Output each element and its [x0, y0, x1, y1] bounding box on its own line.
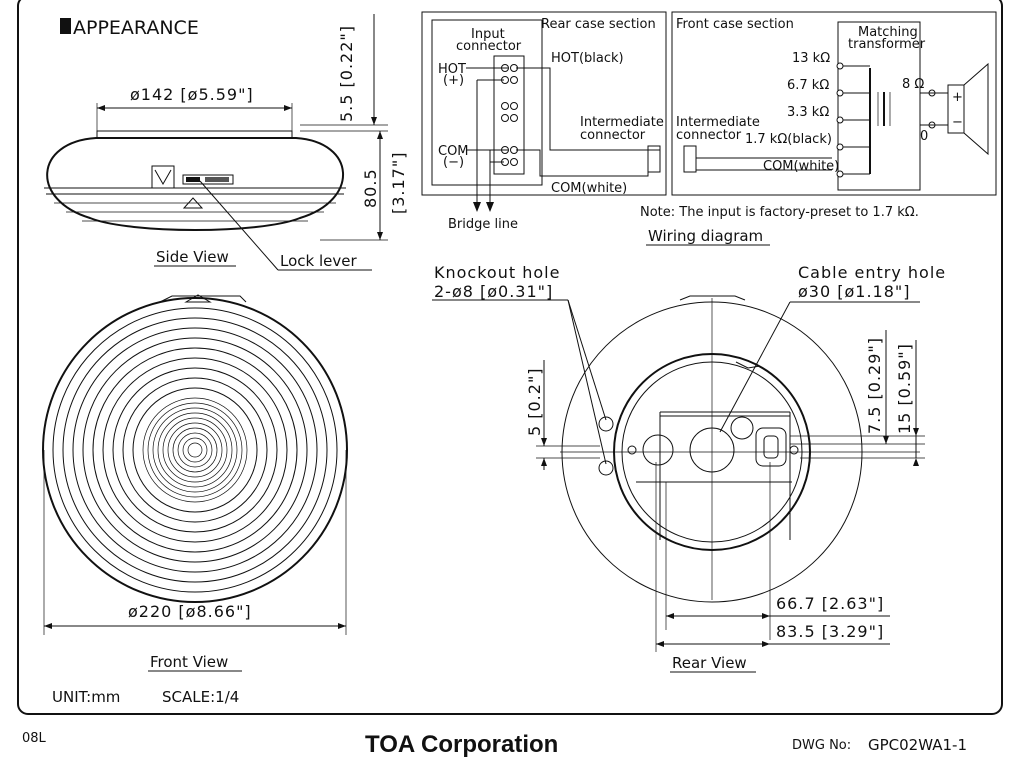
grille-ring: [62, 317, 328, 583]
com-label: COM: [438, 144, 469, 159]
rear-view-caption: Rear View: [672, 654, 747, 672]
cable-title: Cable entry hole: [798, 263, 946, 282]
grille-ring: [112, 367, 278, 533]
grille-ring: [102, 357, 288, 543]
side-view-caption: Side View: [156, 248, 229, 266]
tap-terminal: [836, 89, 844, 97]
grille-ring: [157, 412, 233, 488]
terminal-screw: [510, 158, 518, 166]
hot-sign: (+): [443, 73, 464, 88]
terminal-screw: [510, 102, 518, 110]
transformer-label-2: transformer: [848, 37, 926, 52]
grille-ring: [162, 417, 228, 483]
com-white-front-label: COM(white): [763, 159, 839, 174]
sheet-code: 08L: [22, 731, 47, 746]
rear-dim-15: 15 [0.59"]: [895, 343, 914, 434]
terminal-screw: [501, 114, 509, 122]
front-diameter-dim: ø220 [ø8.66"]: [128, 602, 252, 621]
com-white-rear-label: COM(white): [551, 181, 627, 196]
grille-ring: [172, 427, 218, 473]
cable-dim: ø30 [ø1.18"]: [798, 282, 911, 301]
company-name: TOA Corporation: [365, 731, 558, 758]
tap-6-7k: 6.7 kΩ: [787, 78, 829, 93]
input-connector-label: Input: [471, 27, 505, 42]
drawing-frame: [17, 0, 1003, 715]
bridge-line-label: Bridge line: [448, 217, 518, 232]
side-height-mm: 80.5: [361, 168, 380, 208]
grille-ring: [92, 347, 298, 553]
tap-terminal: [836, 116, 844, 124]
rear-case-box: [421, 11, 667, 196]
speaker-minus: −: [952, 115, 963, 130]
rear-dim-83-5: 83.5 [3.29"]: [776, 622, 884, 641]
rear-case-label: Rear case section: [541, 17, 656, 32]
terminal-screw: [501, 102, 509, 110]
side-width-dim: ø142 [ø5.59"]: [130, 85, 254, 104]
knockout-title: Knockout hole: [434, 263, 560, 282]
rear-dim-5: 5 [0.2"]: [525, 367, 544, 436]
rear-dim-7-5: 7.5 [0.29"]: [865, 337, 884, 434]
scale-label: SCALE:1/4: [162, 688, 239, 706]
hot-label: HOT: [438, 62, 466, 77]
tap-13k: 13 kΩ: [792, 51, 830, 66]
rear-dim-66-7: 66.7 [2.63"]: [776, 594, 884, 613]
hot-black-label: HOT(black): [551, 51, 624, 66]
speaker-plus: +: [952, 90, 963, 105]
out-8-label: 8 Ω: [902, 77, 924, 92]
dwg-number: GPC02WA1-1: [868, 736, 967, 754]
tap-3-3k: 3.3 kΩ: [787, 105, 829, 120]
side-view: ø142 [ø5.59"] Lock lever Side View 5.5 […: [44, 14, 408, 271]
grille-ring: [152, 407, 238, 493]
grille-ring: [82, 337, 308, 563]
dwg-label: DWG No:: [792, 738, 851, 753]
terminal-screw: [510, 76, 518, 84]
wiring-caption: Wiring diagram: [648, 227, 763, 245]
wiring-diagram: Rear case section Front case section Inp…: [421, 11, 997, 246]
side-height-in: [3.17"]: [389, 152, 408, 214]
out-0-label: 0: [920, 129, 928, 144]
front-view-caption: Front View: [150, 653, 228, 671]
terminal-screw: [510, 114, 518, 122]
grille-ring: [122, 377, 268, 523]
tap-terminal: [836, 62, 844, 70]
unit-label: UNIT:mm: [52, 688, 120, 706]
front-view: ø220 [ø8.66"] Front View: [42, 294, 348, 672]
grille-ring: [132, 387, 258, 513]
grille-ring: [142, 397, 248, 503]
intermediate-front-label: Intermediate: [676, 115, 760, 130]
knockout-dim: 2-ø8 [ø0.31"]: [434, 282, 553, 301]
front-case-box: [671, 11, 997, 196]
tap-terminal: [836, 143, 844, 151]
transformer-label: Matching: [858, 25, 918, 40]
grille-ring: [72, 327, 318, 573]
rear-view: Knockout hole 2-ø8 [ø0.31"] Cable entry …: [432, 263, 946, 673]
grille-ring: [187, 442, 203, 458]
grille-ring: [147, 402, 243, 498]
lock-lever-label: Lock lever: [280, 252, 357, 270]
section-title: APPEARANCE: [73, 17, 199, 39]
intermediate-rear-label: Intermediate: [580, 115, 664, 130]
grille-ring: [52, 307, 338, 593]
grille-ring: [182, 437, 208, 463]
grille-ring: [167, 422, 223, 478]
intermediate-front-label-2: connector: [676, 128, 742, 143]
intermediate-rear-label-2: connector: [580, 128, 646, 143]
side-top-dim: 5.5 [0.22"]: [337, 25, 356, 122]
tap-1-7k: 1.7 kΩ(black): [745, 132, 832, 147]
grille-ring: [177, 432, 213, 468]
com-sign: (−): [443, 155, 464, 170]
front-case-label: Front case section: [676, 17, 794, 32]
wiring-note: Note: The input is factory-preset to 1.7…: [640, 205, 919, 220]
section-marker: [60, 18, 71, 34]
front-outer-ring: [42, 297, 348, 603]
input-connector-label-2: connector: [456, 39, 522, 54]
